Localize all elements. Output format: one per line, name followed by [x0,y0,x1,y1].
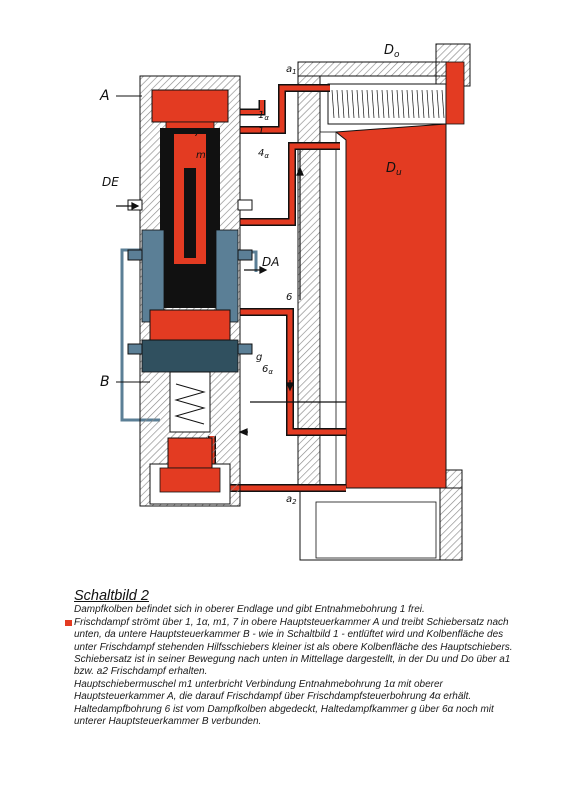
caption: Schaltbild 2 Dampfkolben befindet sich i… [65,588,514,728]
caption-line-1: Dampfkolben befindet sich in oberer Endl… [74,604,425,616]
label-a: A [99,88,110,104]
caption-line-2: Frischdampf strömt über 1, 1α, m1, 7 in … [65,617,514,654]
caption-line-3: Schiebersatz ist in seiner Bewegung nach… [74,654,511,678]
label-6a: 6α [262,364,273,376]
red-color-key [65,619,72,626]
label-de: DE [102,175,119,189]
caption-line-4: Hauptschiebermuschel m1 unterbricht Verb… [74,678,494,728]
label-do: Do [384,43,400,60]
diagram-labels: A DE DA B Do Du a1 a2 1α 1 7 m1 4α 6 g 6… [99,43,402,506]
flow-arrows [116,166,304,436]
label-da: DA [262,255,279,269]
label-6: 6 [286,292,292,303]
label-4a: 4α [258,148,269,160]
label-7: 7 [194,128,201,139]
label-a2: a2 [286,494,297,506]
control-valve [127,75,253,507]
label-du: Du [386,161,402,178]
label-m1: m1 [196,150,210,162]
label-1a: 1α [258,110,269,122]
label-a1: a1 [286,64,297,76]
label-1: 1 [258,126,264,137]
schaltbild-diagram: A DE DA B Do Du a1 a2 1α 1 7 m1 4α 6 g 6… [99,43,471,561]
piston-ribs [331,89,445,119]
label-g: g [256,352,262,363]
caption-title: Schaltbild 2 [74,588,149,604]
steam-cylinder [297,43,471,561]
label-b: B [100,374,110,390]
